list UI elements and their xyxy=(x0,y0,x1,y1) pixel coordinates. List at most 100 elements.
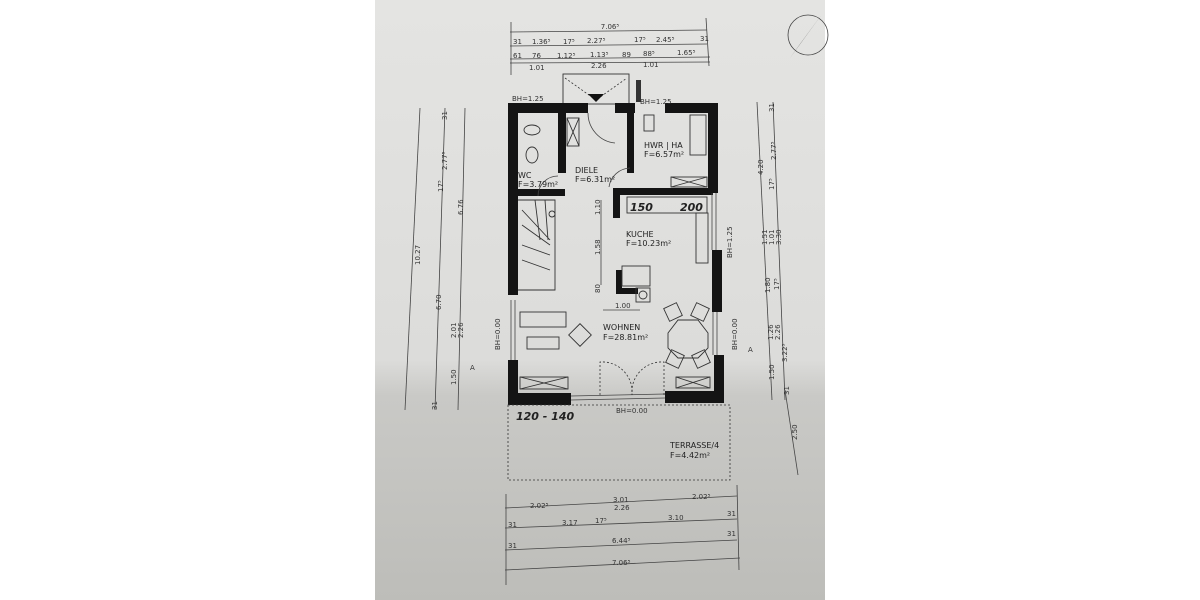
toilet-icon xyxy=(525,146,539,164)
bh-label: BH=1.25 xyxy=(726,226,734,258)
dim: 31 xyxy=(727,530,736,538)
room-area-hwr: F=6.57m² xyxy=(644,150,684,159)
dim: 31 xyxy=(513,38,522,46)
entrance-canopy xyxy=(562,73,641,105)
dim: 3.17 xyxy=(562,519,578,527)
section-marker: A xyxy=(470,364,475,372)
dim: 1.26 xyxy=(767,324,775,340)
room-name-wohnen: WOHNEN xyxy=(603,323,640,332)
dim: 1.01 xyxy=(768,229,776,245)
top-dimensions: 7.06⁵ 31 1.36⁵ 17⁵ 2.27⁵ 17⁵ 2.45⁵ 31 61… xyxy=(509,17,711,75)
dim: 17⁵ xyxy=(595,517,607,525)
dim: 31 xyxy=(431,401,439,410)
sofa xyxy=(519,311,567,328)
room-name-wc: WC xyxy=(518,171,532,180)
room-area-wohnen: F=28.81m² xyxy=(603,333,648,342)
dim: 2.26 xyxy=(614,504,630,512)
dim: 2.02⁵ xyxy=(692,493,711,501)
dim: 3.30 xyxy=(775,229,783,245)
dim: 17⁵ xyxy=(563,38,575,46)
dim: 31 xyxy=(727,510,736,518)
armchair xyxy=(568,323,592,347)
dim: 3.01 xyxy=(613,496,629,504)
room-name-terrasse: TERRASSE/4 xyxy=(669,441,719,450)
dim: 6.44⁵ xyxy=(612,537,631,545)
dim: 10.27 xyxy=(414,245,422,265)
dim: 2.26 xyxy=(457,322,465,338)
handwritten-note: 120 - 140 xyxy=(516,410,574,423)
dim: 2.02⁵ xyxy=(530,502,549,510)
bh-label: BH=0.00 xyxy=(616,407,648,415)
dim: 1.10 xyxy=(594,199,602,215)
dim: 1.65⁵ xyxy=(677,49,696,57)
staircase xyxy=(518,199,556,291)
handwritten-note: 200 xyxy=(680,201,703,214)
dim: 1.58 xyxy=(594,239,602,255)
dim: 17⁵ xyxy=(634,36,646,44)
dim: 2.45⁵ xyxy=(656,36,675,44)
room-area-kueche: F=10.23m² xyxy=(626,239,671,248)
floor-plan-paper xyxy=(375,0,825,600)
room-name-hwr: HWR | HA xyxy=(644,141,683,150)
dim: 2.77⁵ xyxy=(770,141,778,160)
kitchen-island xyxy=(621,265,651,287)
bottom-dimensions: 2.02⁵ 3.01 2.02⁵ 31 3.17 17⁵ 2.26 3.10 3… xyxy=(504,484,741,585)
bh-label: BH=1.25 xyxy=(512,95,544,103)
sink-icon xyxy=(523,124,541,136)
dim: 88⁵ xyxy=(643,50,655,58)
dim: 89 xyxy=(622,51,631,59)
bh-label: BH=0.00 xyxy=(494,318,502,350)
walls xyxy=(508,103,724,405)
dim: 17⁵ xyxy=(773,278,781,290)
dim: 6.76 xyxy=(457,199,465,215)
dim: 31 xyxy=(768,103,776,112)
dim: 1.13⁵ xyxy=(590,51,609,59)
bh-label: BH=0.00 xyxy=(731,318,739,350)
dim: 1.12⁵ xyxy=(557,52,576,60)
dim: 2.50 xyxy=(791,424,799,440)
dim: 31 xyxy=(441,111,449,120)
left-dimensions: 10.27 6.70 31 2.77⁵ 17⁵ 6.76 2.01 2.26 1… xyxy=(404,107,475,411)
north-arrow-icon xyxy=(787,14,829,58)
dining-table xyxy=(667,319,709,359)
dim: 2.27⁵ xyxy=(587,37,606,45)
dim: 76 xyxy=(532,52,541,60)
dim-top-total: 7.06⁵ xyxy=(601,23,620,31)
dim: 1.51 xyxy=(761,229,769,245)
right-dimensions: 4.20 31 2.77⁵ 17⁵ 1.51 1.01 3.30 1.80 17… xyxy=(748,101,799,476)
room-area-wc: F=3.79m² xyxy=(518,180,558,189)
dim: 80 xyxy=(594,284,602,293)
dim: 31 xyxy=(700,35,709,43)
dim: 31 xyxy=(508,521,517,529)
dim: 1.50 xyxy=(768,364,776,380)
terrace-outline xyxy=(507,404,731,481)
dim: 1.01 xyxy=(643,61,659,69)
furniture xyxy=(518,114,711,390)
dim: 1.01 xyxy=(529,64,545,72)
dim: 17⁵ xyxy=(437,180,445,192)
room-name-kueche: KUCHE xyxy=(626,230,654,239)
dim: 2.01 xyxy=(450,322,458,338)
room-name-diele: DIELE xyxy=(575,166,598,175)
coffee-table xyxy=(526,336,560,350)
room-area-terrasse: F=4.42m² xyxy=(670,451,710,460)
dim: 31 xyxy=(508,542,517,550)
dim: 3.22⁵ xyxy=(781,343,789,362)
dim: 2.26 xyxy=(774,324,782,340)
dim: 7.06⁵ xyxy=(612,559,631,567)
dim: 1.36⁵ xyxy=(532,38,551,46)
room-area-diele: F=6.31m² xyxy=(575,175,615,184)
dim: 17⁵ xyxy=(768,178,776,190)
dim: 2.26 xyxy=(591,62,607,70)
handwritten-note: 150 xyxy=(630,201,653,214)
dim: 6.70 xyxy=(435,294,443,310)
section-marker: A xyxy=(748,346,753,354)
dim: 61 xyxy=(513,52,522,60)
openings xyxy=(510,112,718,401)
kitchen-counter xyxy=(626,196,708,214)
dim: 2.77⁵ xyxy=(441,151,449,170)
dim: 4.20 xyxy=(757,159,765,175)
dim: 3.10 xyxy=(668,514,684,522)
